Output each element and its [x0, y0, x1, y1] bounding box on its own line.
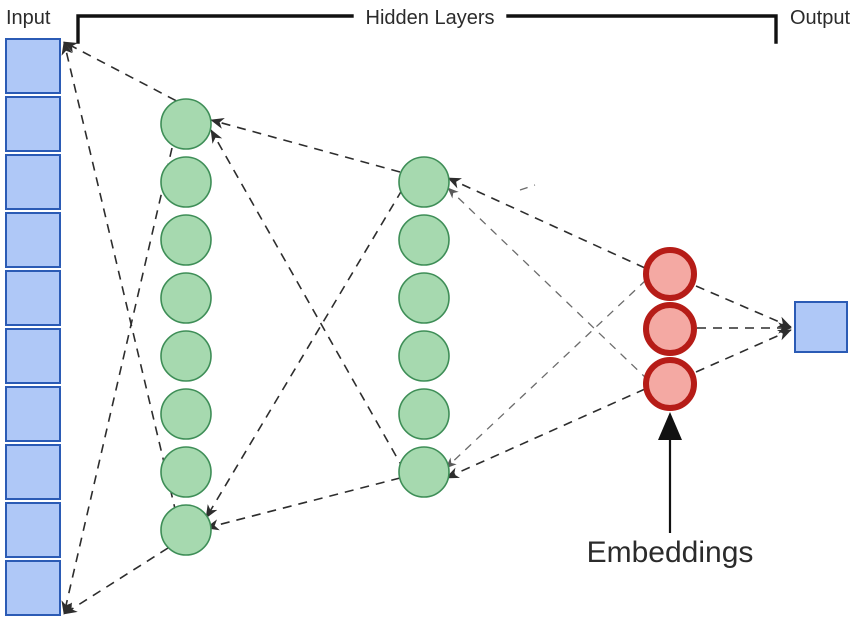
hidden-node[interactable]: [398, 388, 450, 440]
embedding-layer: [643, 247, 697, 411]
embedding-node[interactable]: [643, 302, 697, 356]
embeddings-arrow-head-icon: [658, 412, 682, 440]
hidden-node[interactable]: [160, 504, 212, 556]
input-node[interactable]: [5, 386, 61, 442]
edge-h1-0-h2-5: [210, 129, 405, 471]
input-node[interactable]: [5, 38, 61, 94]
edge-h1-7-h2-0: [205, 189, 403, 519]
input-node[interactable]: [5, 502, 61, 558]
hidden-layer-2: [398, 156, 450, 498]
edge-h2-0-emb-0: [447, 177, 646, 269]
edge-h1-7-h2-5: [205, 477, 401, 531]
hidden-node[interactable]: [398, 156, 450, 208]
output-node[interactable]: [794, 301, 848, 353]
bracket-right-segment: [506, 14, 778, 44]
hidden-node[interactable]: [398, 330, 450, 382]
edge-input0-hidden1-0: [63, 41, 191, 109]
edge-h2-5-emb-0: [445, 279, 647, 469]
hidden-node[interactable]: [398, 446, 450, 498]
input-node[interactable]: [5, 270, 61, 326]
connections-hidden2-to-embeddings: [445, 177, 649, 479]
embeddings-annotation: Embeddings: [587, 412, 754, 569]
header-labels: Input Hidden Layers Output: [6, 7, 850, 29]
edge-h2-0-emb-2: [447, 187, 649, 381]
connections-embeddings-to-output: [695, 285, 792, 373]
edge-input9-hidden1-7: [63, 547, 169, 615]
hidden-node[interactable]: [160, 272, 212, 324]
input-node[interactable]: [5, 444, 61, 500]
connections-hidden1-to-hidden2: [205, 117, 405, 531]
edge-input9-hidden1-0: [61, 147, 173, 615]
input-node[interactable]: [5, 96, 61, 152]
hidden-node[interactable]: [160, 214, 212, 266]
hidden-node[interactable]: [398, 214, 450, 266]
hidden-node[interactable]: [398, 272, 450, 324]
hidden-node[interactable]: [160, 388, 212, 440]
input-node[interactable]: [5, 212, 61, 268]
hidden-layers-label: Hidden Layers: [366, 7, 495, 29]
bracket-left-segment: [76, 14, 354, 44]
input-node[interactable]: [5, 328, 61, 384]
hidden-node[interactable]: [160, 156, 212, 208]
edge-emb-0-output: [695, 285, 792, 328]
edge-input0-hidden1-7: [61, 41, 177, 514]
edge-emb-2-output: [695, 329, 792, 373]
embeddings-label: Embeddings: [587, 536, 754, 569]
edge-h2-5-emb-2: [445, 388, 646, 479]
edge-stray-mark: [519, 184, 536, 191]
hidden-layer-1: [160, 98, 212, 556]
embedding-node[interactable]: [643, 357, 697, 411]
input-node[interactable]: [5, 154, 61, 210]
connections-input-to-hidden1: [61, 41, 191, 615]
input-node[interactable]: [5, 560, 61, 616]
edge-h1-0-h2-0: [210, 117, 401, 173]
output-label: Output: [790, 7, 850, 29]
input-layer: [5, 38, 61, 616]
hidden-layers-bracket: [76, 14, 778, 44]
output-layer: [794, 301, 848, 353]
embedding-node[interactable]: [643, 247, 697, 301]
input-label: Input: [6, 7, 51, 29]
hidden-node[interactable]: [160, 330, 212, 382]
hidden-node[interactable]: [160, 98, 212, 150]
hidden-node[interactable]: [160, 446, 212, 498]
